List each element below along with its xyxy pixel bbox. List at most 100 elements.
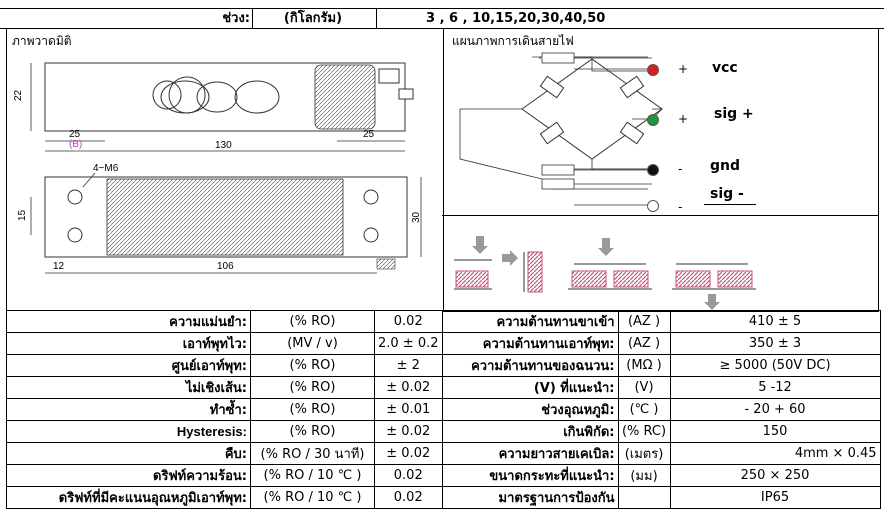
- header-row: ช่วง: (กิโลกรัม) 3 , 6 , 10,15,20,30,40,…: [0, 8, 884, 29]
- spec-label: เกินพิกัด:: [441, 420, 619, 443]
- spec-unit: (MV / v): [250, 332, 375, 355]
- wire-sig-minus-sign: -: [678, 200, 683, 214]
- spec-label: ความต้านทานขาเข้า: [441, 310, 619, 333]
- spec-value: ± 0.02: [374, 376, 443, 399]
- dim-length-130: 130: [215, 140, 232, 151]
- header-divider-2: [376, 8, 377, 29]
- range-unit: (กิโลกรัม): [283, 11, 343, 26]
- header-top-line: [0, 8, 884, 9]
- spec-unit: (% RO): [250, 376, 375, 399]
- spec-label: ความต้านทานของฉนวน:: [441, 354, 619, 377]
- spec-unit: (℃ ): [617, 398, 671, 421]
- spec-value: ± 0.02: [374, 420, 443, 443]
- wire-sig-plus-sign: +: [678, 112, 689, 126]
- spec-value: 0.02: [374, 464, 443, 487]
- spec-value: 410 ± 5: [669, 310, 881, 333]
- header-divider-1: [252, 8, 253, 29]
- dim-spacing-15: 15: [17, 209, 28, 221]
- load-case-2: [502, 250, 543, 293]
- dim-length-106: 106: [217, 261, 234, 272]
- wire-sig-minus-dot: [647, 200, 659, 212]
- spec-value: 250 × 250: [669, 464, 881, 487]
- dim-hole-label: 4−M6: [93, 163, 119, 174]
- dim-width-30: 30: [411, 211, 422, 223]
- spec-value: 2.0 ± 0.2: [374, 332, 443, 355]
- wire-vcc-label: vcc: [712, 60, 738, 76]
- spec-unit: (% RO): [250, 354, 375, 377]
- spec-row: ดริฟท์ที่มีคะแนนอุณหภูมิเอาท์พุท:(% RO /…: [6, 486, 881, 509]
- spec-label: คืบ:: [6, 442, 251, 465]
- wire-vcc-sign: +: [678, 62, 689, 76]
- spec-unit: (% RO): [250, 398, 375, 421]
- spec-value: ± 2: [374, 354, 443, 377]
- spec-value: 0.02: [374, 486, 443, 509]
- spec-label: ดริฟท์ความร้อน:: [6, 464, 251, 487]
- wire-vcc-dot: [647, 64, 659, 76]
- spec-value: 0.02: [374, 310, 443, 333]
- wheatstone-bridge: [459, 52, 663, 190]
- wire-sig-minus-underline: [704, 204, 756, 205]
- dim-right-25: 25: [363, 129, 375, 140]
- dimension-drawing: 22 25 25 (B) 130 4−M6 15 30 12 106: [13, 62, 422, 274]
- spec-value: 5 -12: [669, 376, 881, 399]
- spec-unit: (% RO / 10 ℃ ): [250, 486, 375, 509]
- wire-sig-minus-label: sig -: [710, 186, 744, 202]
- spec-value: 150: [669, 420, 881, 443]
- spec-unit: [617, 486, 671, 509]
- load-case-3: [568, 238, 652, 290]
- spec-unit: (AZ ): [617, 332, 671, 355]
- spec-unit: (AZ ): [617, 310, 671, 333]
- spec-unit: (มม): [617, 464, 671, 487]
- dimension-title: ภาพวาดมิติ: [12, 34, 72, 48]
- range-label: ช่วง:: [222, 11, 250, 26]
- spec-row: ไม่เชิงเส้น:(% RO)± 0.02(V) ที่แนะนำ:(V)…: [6, 376, 881, 399]
- wire-sig-plus-label: sig +: [714, 106, 754, 122]
- spec-value: 4mm × 0.45: [669, 442, 881, 465]
- spec-unit: (% RO / 30 นาที): [250, 442, 375, 465]
- wiring-title: แผนภาพการเดินสายไฟ: [452, 34, 574, 48]
- spec-value: IP65: [669, 486, 881, 509]
- spec-value: 350 ± 3: [669, 332, 881, 355]
- load-panel: [442, 215, 879, 312]
- wire-sig-plus-dot: [647, 114, 659, 126]
- wire-gnd-dot: [647, 164, 659, 176]
- spec-label: ช่วงอุณหภูมิ:: [441, 398, 619, 421]
- spec-unit: (% RC): [617, 420, 671, 443]
- spec-unit: (% RO): [250, 420, 375, 443]
- spec-label: เอาท์พุทไว:: [6, 332, 251, 355]
- dim-left-25: 25: [69, 129, 81, 140]
- spec-unit: (% RO / 10 ℃ ): [250, 464, 375, 487]
- range-values: 3 , 6 , 10,15,20,30,40,50: [426, 11, 606, 26]
- spec-label: ความต้านทานเอาท์พุท:: [441, 332, 619, 355]
- spec-label: ขนาดกระทะที่แนะนำ:: [441, 464, 619, 487]
- spec-label: ทำซ้ำ:: [6, 398, 251, 421]
- dim-height-22: 22: [13, 89, 24, 101]
- dim-marker-b: (B): [69, 139, 82, 150]
- spec-label: ดริฟท์ที่มีคะแนนอุณหภูมิเอาท์พุท:: [6, 486, 251, 509]
- wire-gnd-label: gnd: [710, 158, 741, 174]
- dimension-panel: ภาพวาดมิติ 22 25 25 (B) 130: [6, 29, 444, 311]
- wire-lines: [574, 68, 652, 206]
- spec-label: ความแม่นยำ:: [6, 310, 251, 333]
- wire-gnd-sign: -: [678, 162, 683, 176]
- dim-offset-12: 12: [53, 261, 65, 272]
- load-case-1: [454, 236, 492, 290]
- spec-value: - 20 + 60: [669, 398, 881, 421]
- spec-value: ≥ 5000 (50V DC): [669, 354, 881, 377]
- spec-unit: (เมตร): [617, 442, 671, 465]
- spec-label: มาตรฐานการป้องกัน: [441, 486, 619, 509]
- spec-unit: (% RO): [250, 310, 375, 333]
- side-view: [30, 62, 414, 152]
- spec-value: ± 0.01: [374, 398, 443, 421]
- load-case-4: [672, 263, 756, 310]
- spec-unit: (MΩ ): [617, 354, 671, 377]
- spec-label: Hysteresis:: [6, 420, 251, 443]
